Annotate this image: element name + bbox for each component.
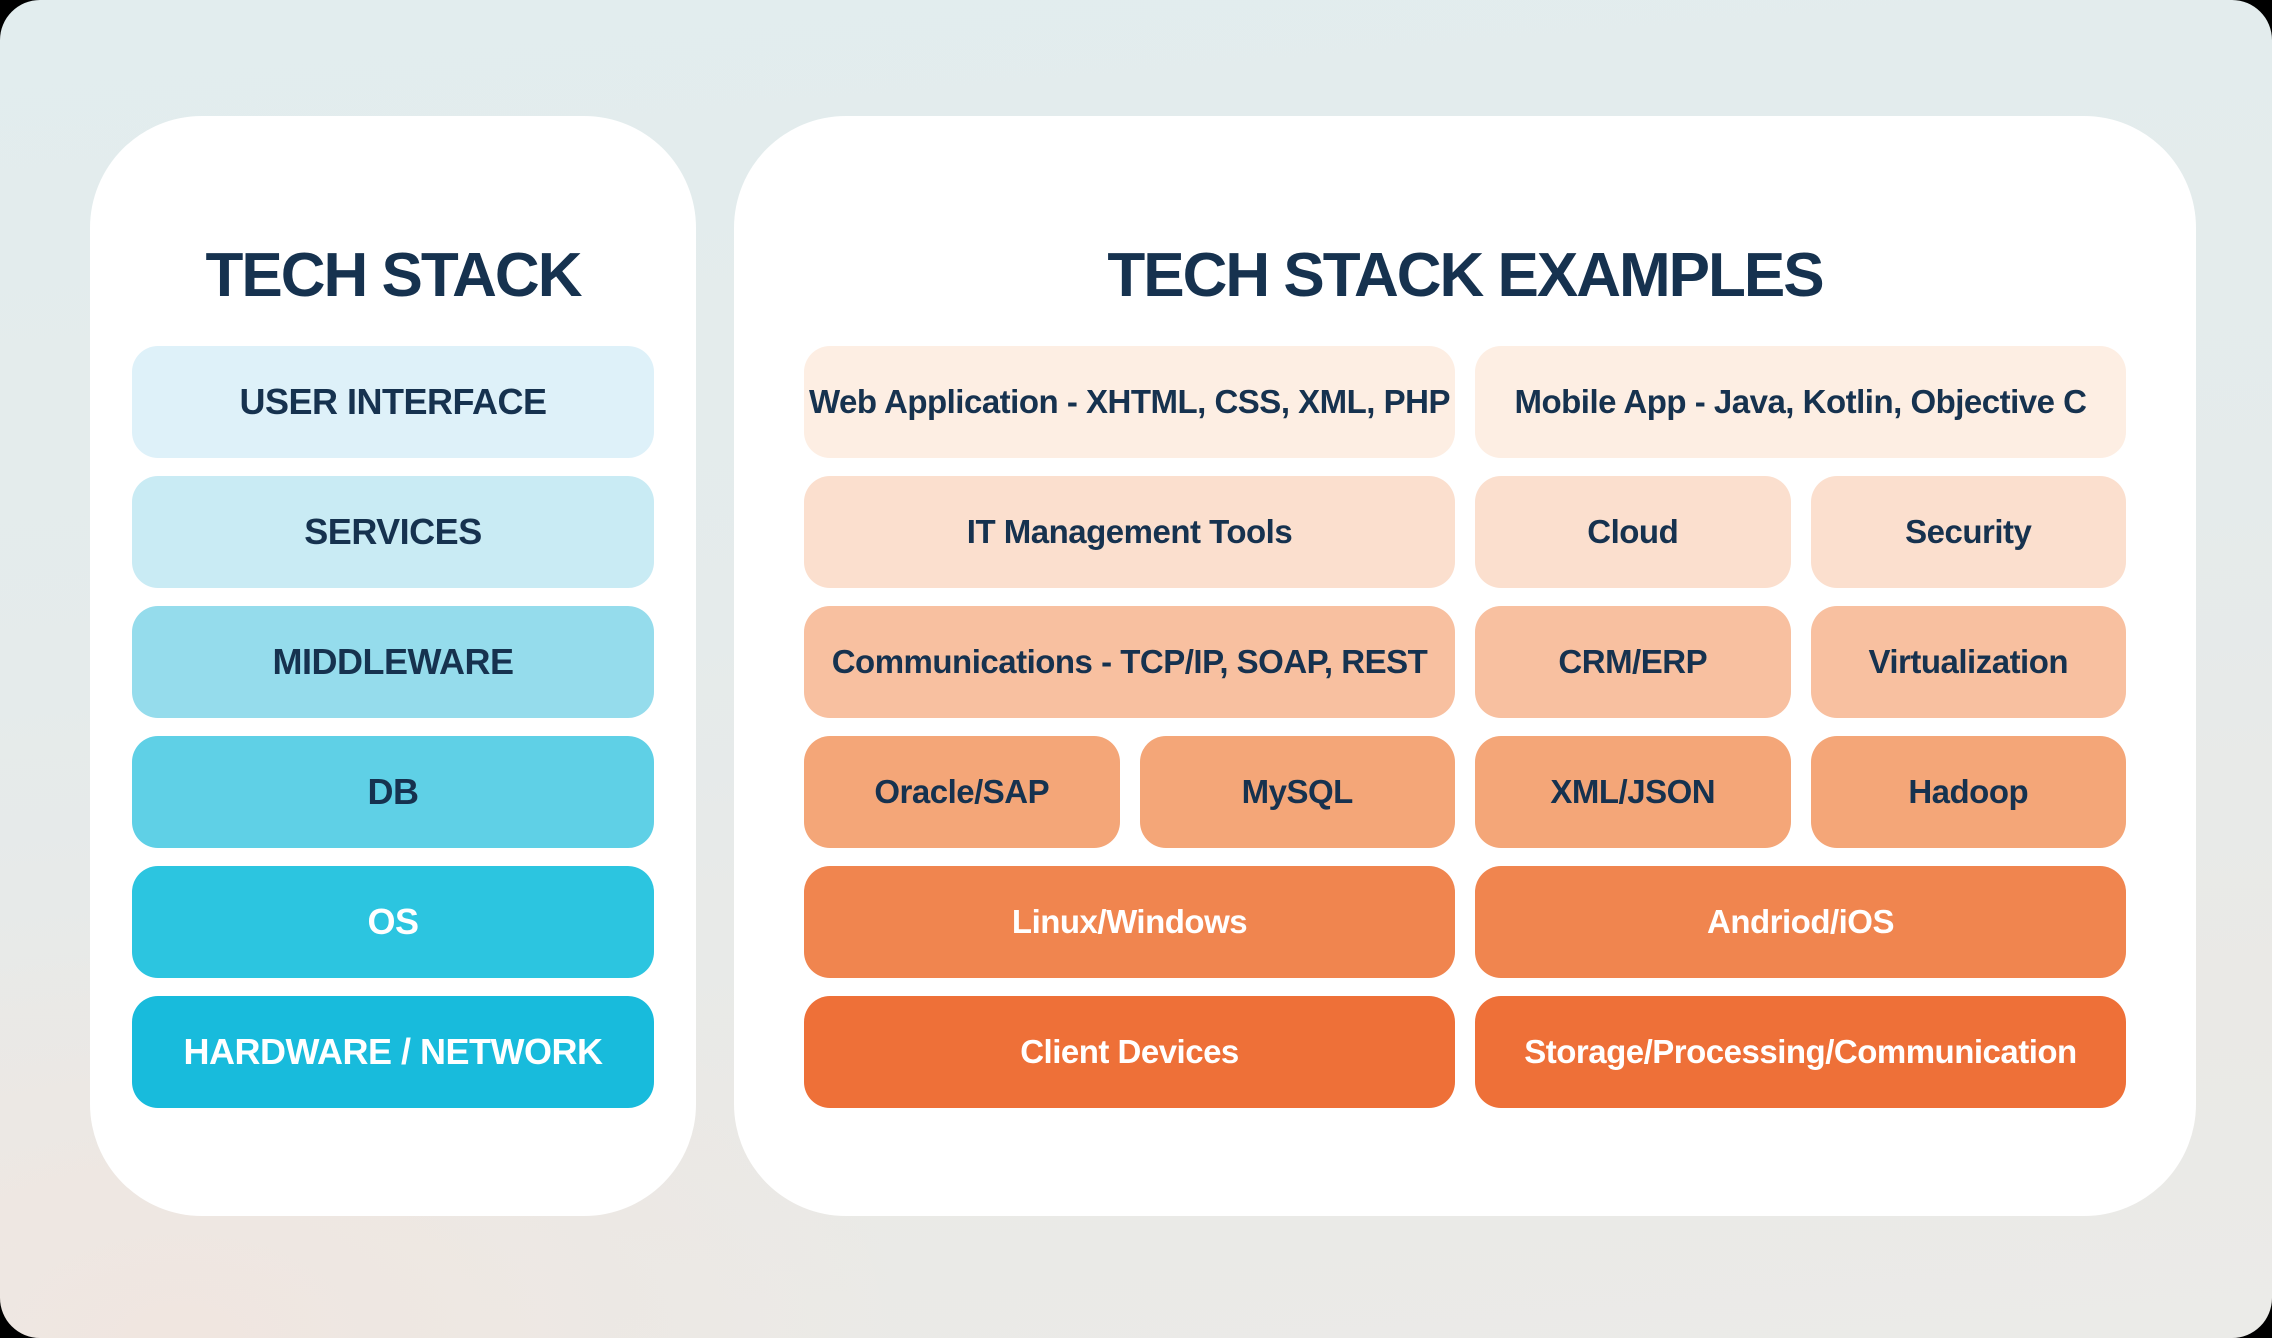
- cell-web-application: Web Application - XHTML, CSS, XML, PHP: [804, 346, 1455, 458]
- tech-stack-examples-title: TECH STACK EXAMPLES: [1107, 241, 1824, 310]
- cell-xml-json: XML/JSON: [1475, 736, 1791, 848]
- cell-client-devices: Client Devices: [804, 996, 1455, 1108]
- layer-os: OS: [132, 866, 654, 978]
- tech-stack-examples-grid: Web Application - XHTML, CSS, XML, PHP M…: [804, 346, 2126, 1108]
- cell-andriod-ios: Andriod/iOS: [1475, 866, 2126, 978]
- layer-user-interface: USER INTERFACE: [132, 346, 654, 458]
- layer-db: DB: [132, 736, 654, 848]
- cell-cloud: Cloud: [1475, 476, 1791, 588]
- layer-middleware: MIDDLEWARE: [132, 606, 654, 718]
- cell-mysql: MySQL: [1139, 736, 1455, 848]
- cell-storage-processing-communication: Storage/Processing/Communication: [1475, 996, 2126, 1108]
- layer-services: SERVICES: [132, 476, 654, 588]
- tech-stack-layers: USER INTERFACE SERVICES MIDDLEWARE DB OS…: [132, 346, 654, 1108]
- cell-virtualization: Virtualization: [1810, 606, 2126, 718]
- cell-security: Security: [1810, 476, 2126, 588]
- layer-hardware-network: HARDWARE / NETWORK: [132, 996, 654, 1108]
- cell-linux-windows: Linux/Windows: [804, 866, 1455, 978]
- tech-stack-panel: TECH STACK USER INTERFACE SERVICES MIDDL…: [90, 116, 696, 1216]
- cell-communications: Communications - TCP/IP, SOAP, REST: [804, 606, 1455, 718]
- tech-stack-examples-panel: TECH STACK EXAMPLES Web Application - XH…: [734, 116, 2196, 1216]
- cell-it-management-tools: IT Management Tools: [804, 476, 1455, 588]
- cell-crm-erp: CRM/ERP: [1475, 606, 1791, 718]
- tech-stack-title: TECH STACK: [205, 241, 583, 310]
- cell-mobile-app: Mobile App - Java, Kotlin, Objective C: [1475, 346, 2126, 458]
- cell-oracle-sap: Oracle/SAP: [804, 736, 1120, 848]
- cell-hadoop: Hadoop: [1810, 736, 2126, 848]
